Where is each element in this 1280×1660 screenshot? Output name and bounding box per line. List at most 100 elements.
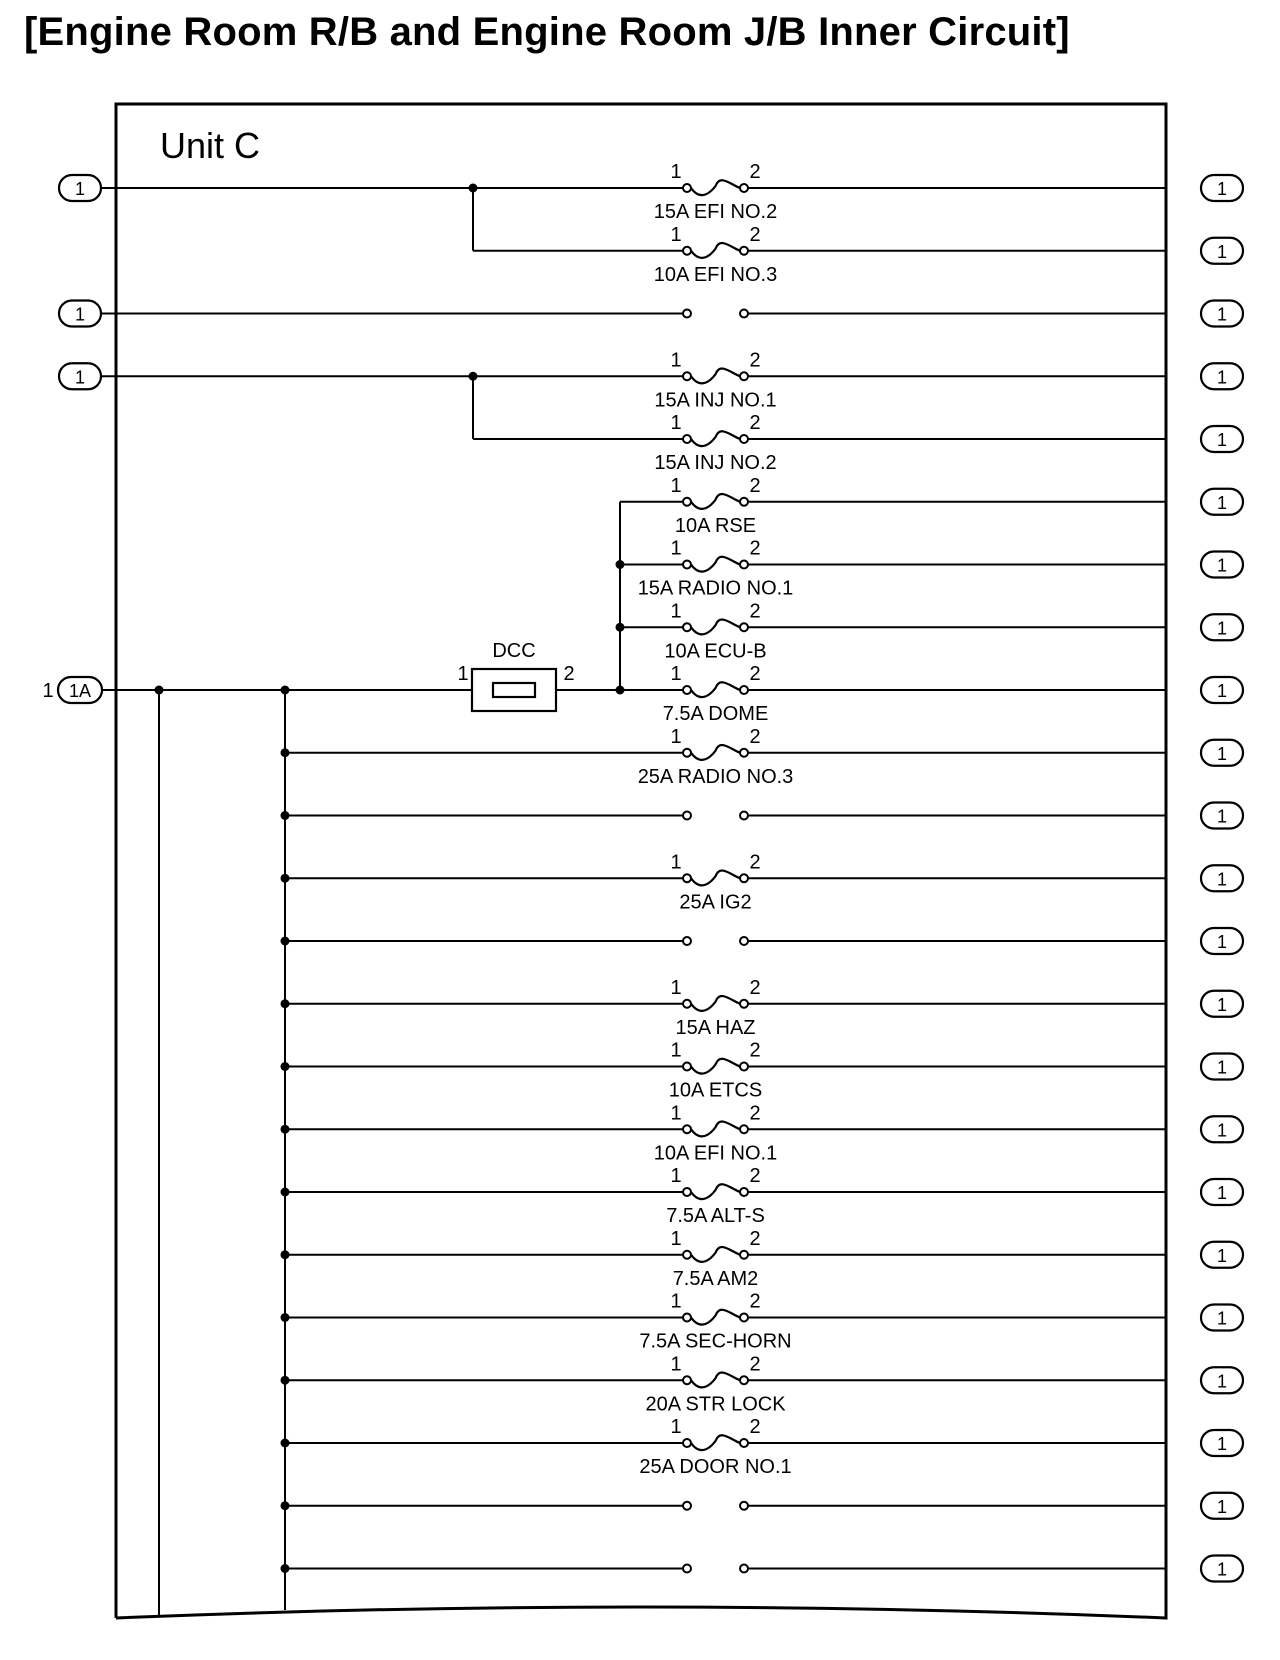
fuse-pin-2-label: 2	[749, 1228, 760, 1250]
right-connector: 1	[1199, 173, 1245, 203]
connector-oval	[1199, 1052, 1245, 1081]
connector-label: 1	[1217, 807, 1227, 827]
connector-label: 1	[1217, 367, 1227, 387]
fuse-label: 10A ECU-B	[664, 640, 766, 662]
circuit-row	[682, 1500, 749, 1511]
fuse-label: 10A EFI NO.3	[654, 264, 777, 286]
fuse-label: 10A RSE	[675, 515, 756, 537]
terminal-2	[739, 371, 749, 382]
fuse-label: 15A INJ NO.2	[654, 452, 776, 474]
left-connector: 1	[57, 173, 103, 203]
connector-label: 1	[1217, 932, 1227, 952]
circuit-row	[682, 1434, 749, 1452]
connector-label: 1	[1217, 995, 1227, 1015]
terminal-1	[682, 1563, 692, 1574]
connector-label: 1	[1217, 1309, 1227, 1329]
terminal-1	[682, 873, 692, 884]
terminal-1	[682, 810, 692, 821]
fuse-element	[690, 555, 741, 573]
fuse-pin-2-label: 2	[749, 412, 760, 434]
connector-oval	[1199, 675, 1245, 705]
terminal-2	[739, 559, 749, 570]
right-connector: 1	[1199, 550, 1245, 579]
connector-oval	[1199, 989, 1245, 1018]
connector-oval	[1199, 1240, 1245, 1269]
fuse-pin-1-label: 1	[670, 1228, 681, 1250]
fuse-pin-1-label: 1	[670, 224, 681, 246]
fuse-label: 7.5A DOME	[663, 703, 769, 725]
wires	[102, 183, 1166, 1617]
terminal-1	[682, 1249, 692, 1260]
circuit-row	[682, 1245, 749, 1263]
right-connector: 1	[1199, 299, 1245, 328]
connector-oval	[1199, 487, 1245, 516]
fuse-element	[690, 681, 741, 699]
terminal-1	[682, 1500, 692, 1511]
circuit-row	[682, 1563, 749, 1574]
fuse-element	[690, 241, 741, 259]
fuse-element	[690, 1183, 741, 1201]
terminal-1	[682, 496, 692, 507]
terminal-1	[682, 1438, 692, 1448]
fuse-pin-1-label: 1	[670, 412, 681, 434]
fuse-pin-2-label: 2	[749, 851, 760, 873]
circuit-row	[682, 618, 749, 636]
fuse-label: 7.5A ALT-S	[666, 1205, 765, 1227]
connector-oval	[1199, 801, 1245, 830]
fuse-element	[690, 869, 741, 887]
connector-label: 1	[1217, 618, 1227, 638]
circuit-row	[682, 430, 749, 448]
fuse-pin-2-label: 2	[749, 1165, 760, 1187]
right-connector: 1	[1199, 864, 1245, 893]
circuit-row	[682, 936, 749, 946]
fuse-pin-2-label: 2	[749, 600, 760, 622]
terminal-2	[739, 434, 749, 444]
right-connector: 1	[1199, 1428, 1245, 1458]
terminal-2	[739, 1438, 749, 1448]
connector-oval	[1199, 1303, 1245, 1332]
dcc-fuse-link	[491, 681, 537, 699]
connector-oval	[1199, 1428, 1245, 1458]
unit-frame	[114, 102, 1168, 1620]
terminal-2	[739, 245, 749, 256]
terminal-2	[739, 1061, 749, 1072]
right-connector: 1	[1199, 1115, 1245, 1144]
connector-label: 1A	[69, 681, 91, 701]
circuit-row	[682, 1183, 749, 1201]
connector-oval	[1199, 613, 1245, 642]
fuse-element	[690, 1434, 741, 1452]
connector-oval	[1199, 1554, 1245, 1583]
fuse-pin-1-label: 1	[670, 1416, 681, 1438]
fuse-element	[690, 743, 741, 761]
terminal-2	[739, 1563, 749, 1574]
right-connector: 1	[1199, 1303, 1245, 1332]
right-connector: 1	[1199, 487, 1245, 516]
circuit-row	[682, 555, 749, 573]
connector-oval	[1199, 1366, 1245, 1395]
terminal-1	[682, 371, 692, 382]
circuit-row	[682, 179, 749, 197]
connector-oval	[57, 299, 103, 328]
fuse-element	[690, 1245, 741, 1263]
terminal-1	[682, 1312, 692, 1323]
connector-label: 1	[1217, 556, 1227, 576]
main-input-connector: 1A	[56, 675, 104, 705]
fuse-label: 15A HAZ	[675, 1017, 755, 1039]
junction-dot	[615, 560, 625, 569]
fuse-label: 15A EFI NO.2	[654, 201, 777, 223]
connector-oval	[1199, 1115, 1245, 1144]
connector-oval	[1199, 236, 1245, 265]
circuit-row	[682, 241, 749, 259]
fuse-pin-1-label: 1	[670, 600, 681, 622]
terminal-1	[682, 936, 692, 946]
right-connector: 1	[1199, 989, 1245, 1018]
connector-oval	[1199, 926, 1245, 956]
terminal-2	[739, 622, 749, 633]
connector-oval	[1199, 738, 1245, 767]
circuit-row	[682, 1120, 749, 1138]
terminal-2	[739, 1500, 749, 1511]
page-title: [Engine Room R/B and Engine Room J/B Inn…	[24, 10, 1070, 54]
terminal-1	[682, 1375, 692, 1386]
fuse-pin-1-label: 1	[670, 663, 681, 685]
unit-label: Unit C	[160, 125, 260, 166]
